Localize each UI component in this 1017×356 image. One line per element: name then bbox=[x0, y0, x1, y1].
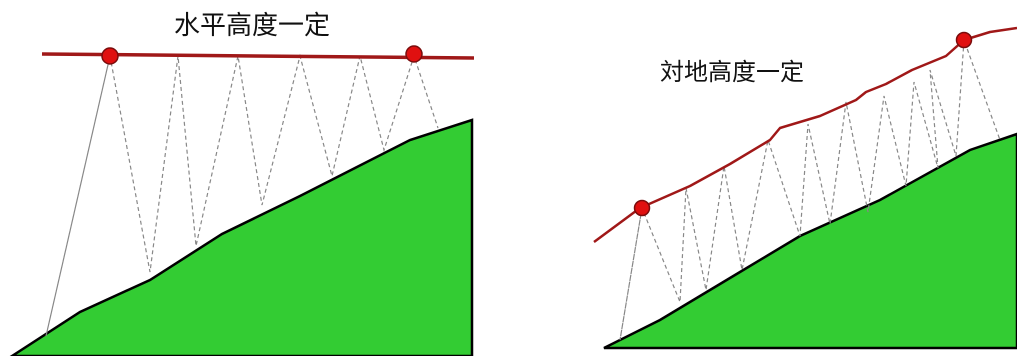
waypoint-marker-icon bbox=[955, 31, 973, 49]
waypoint-marker-icon bbox=[101, 47, 119, 65]
left-terrain bbox=[9, 118, 474, 356]
left-panel-title: 水平高度一定 bbox=[174, 11, 330, 41]
right-panel: 対地高度一定 bbox=[593, 26, 1017, 350]
right-scan-lines bbox=[619, 39, 1001, 341]
waypoint-marker-icon bbox=[633, 199, 651, 217]
left-panel: 水平高度一定 bbox=[9, 11, 475, 356]
right-terrain bbox=[603, 132, 1017, 350]
left-scan-lines bbox=[45, 53, 439, 337]
right-panel-title: 対地高度一定 bbox=[660, 58, 804, 86]
waypoint-marker-icon bbox=[405, 45, 423, 63]
